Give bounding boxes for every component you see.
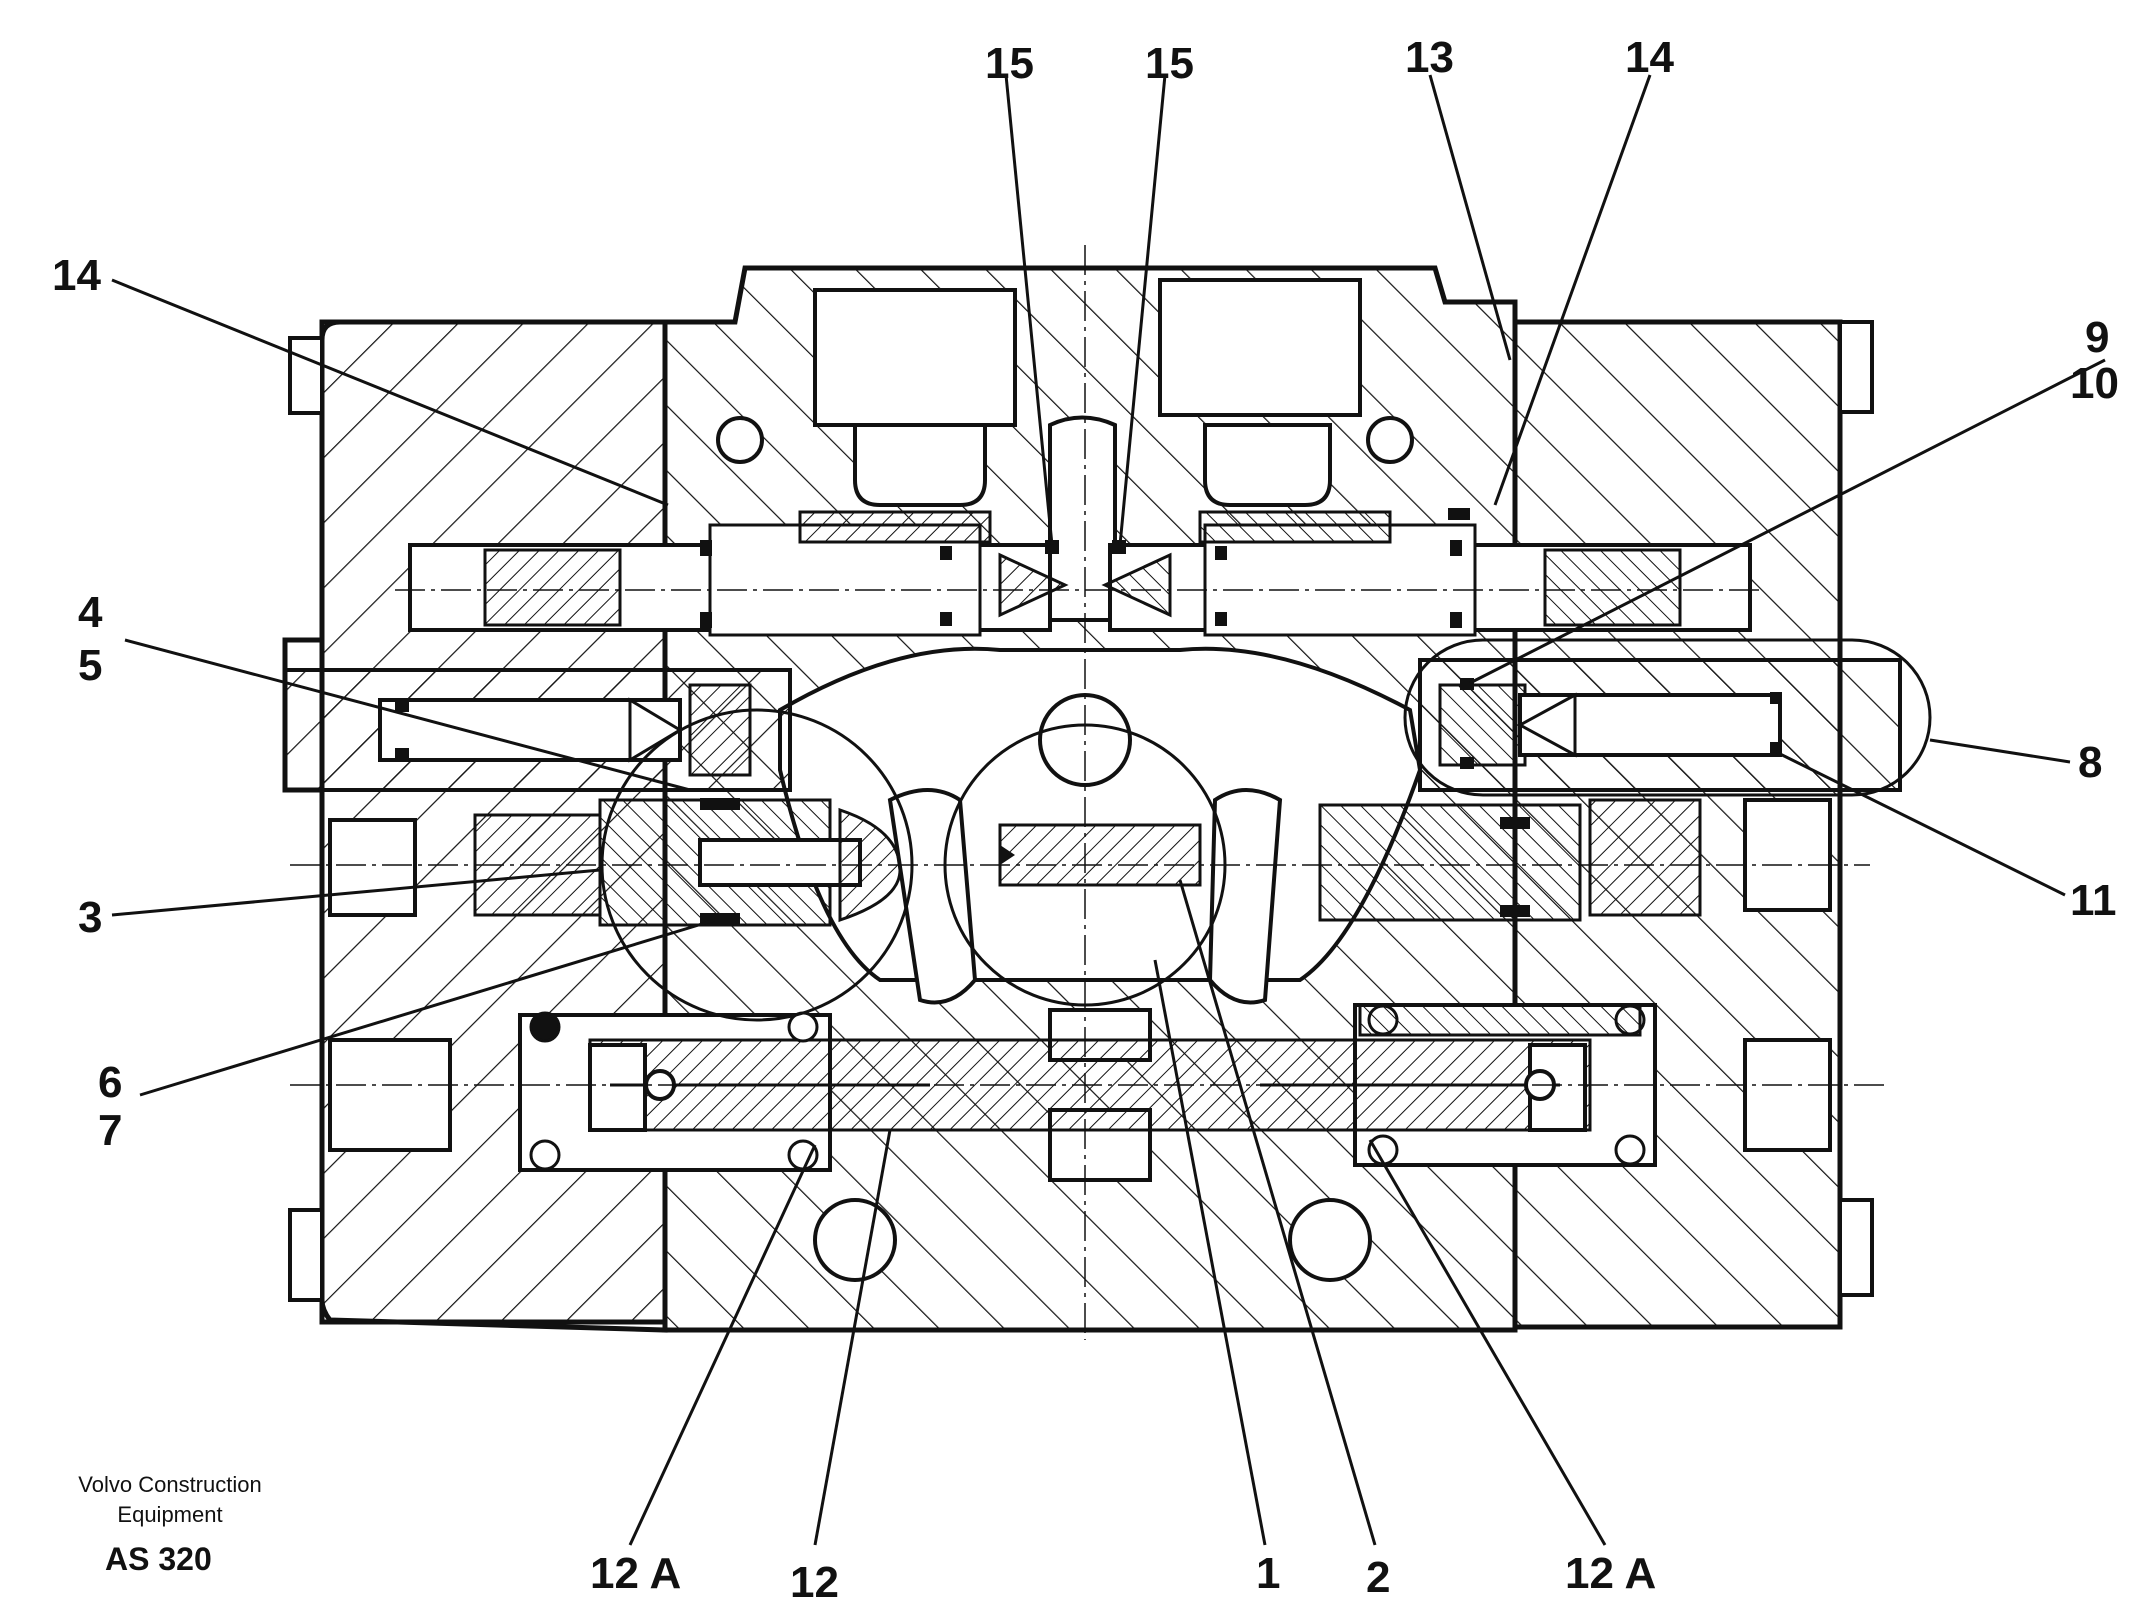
leader-lines	[111, 74, 2106, 1546]
pocket-right	[1207, 788, 1283, 1005]
detail-circle-center	[943, 723, 1227, 1007]
left-check-seat	[688, 683, 752, 777]
upper-pilot-valves	[408, 508, 1752, 637]
upper-left-plug	[483, 548, 622, 627]
callout-11: 11	[2070, 876, 2117, 925]
right-middle-plug	[1588, 798, 1702, 917]
callout-14-right: 14	[1625, 33, 1674, 82]
callout-7: 7	[98, 1106, 122, 1155]
callout-12: 12	[790, 1558, 839, 1607]
callout-numbers: 15 15 13 14 14 9 10 4 5 8 3 11 6 7 12 A …	[52, 33, 2119, 1607]
drawing-code: AS 320	[105, 1541, 212, 1577]
callout-9: 9	[2085, 313, 2109, 362]
left-middle-bore	[698, 838, 862, 887]
lug-top-left	[288, 336, 324, 415]
check-valve-row	[283, 658, 1902, 792]
lower-right-port	[1743, 1038, 1832, 1152]
callout-3: 3	[78, 893, 102, 942]
right-check-cone	[1516, 692, 1577, 758]
upper-right-cone	[1101, 552, 1172, 618]
callout-2: 2	[1366, 1553, 1390, 1602]
callout-5: 5	[78, 641, 102, 690]
left-port-plug	[328, 818, 417, 917]
upper-left-sleeve	[798, 510, 992, 544]
drawing-caption: Volvo Construction Equipment AS 320	[78, 1472, 261, 1577]
center-lines	[290, 245, 1890, 1340]
port-top-left	[813, 288, 1017, 427]
right-port-plug	[1743, 798, 1832, 912]
circular-port-bottom-right	[1288, 1198, 1372, 1282]
lower-left-port	[328, 1038, 452, 1152]
callout-4: 4	[78, 588, 103, 637]
small-port-top-right	[1366, 416, 1414, 464]
spool-left-end	[588, 1043, 647, 1132]
callout-12a-left: 12 A	[590, 1549, 681, 1598]
callout-15-left: 15	[985, 39, 1034, 88]
detail-circles	[600, 638, 1932, 1022]
right-middle-sleeve	[1318, 803, 1582, 922]
callout-13: 13	[1405, 33, 1454, 82]
circular-port-bottom-left	[813, 1198, 897, 1282]
port-top-right-neck	[1203, 423, 1332, 507]
upper-right-sleeve	[1198, 510, 1392, 544]
center-shuttle	[998, 823, 1202, 887]
lug-bottom-left	[288, 1208, 324, 1302]
callout-12a-right: 12 A	[1565, 1549, 1656, 1598]
company-name-line1: Volvo Construction	[78, 1472, 261, 1497]
callout-8: 8	[2078, 738, 2102, 787]
left-check-cone	[628, 697, 683, 763]
port-top-right	[1158, 278, 1362, 417]
upper-right-plug	[1543, 548, 1682, 627]
callout-15-right: 15	[1145, 39, 1194, 88]
company-name-line2: Equipment	[117, 1502, 222, 1527]
callout-10: 10	[2070, 359, 2119, 408]
detail-circle-right	[1403, 638, 1932, 797]
lug-bottom-right	[1838, 1198, 1874, 1297]
detail-circle-left	[600, 708, 914, 1022]
port-top-left-neck	[853, 423, 987, 507]
small-port-top-left	[716, 416, 764, 464]
callout-6: 6	[98, 1058, 122, 1107]
upper-left-cone	[998, 552, 1069, 618]
callout-14-left: 14	[52, 251, 101, 300]
callout-1: 1	[1256, 1549, 1280, 1598]
right-check-seat	[1438, 683, 1527, 767]
lug-top-right	[1838, 320, 1874, 414]
